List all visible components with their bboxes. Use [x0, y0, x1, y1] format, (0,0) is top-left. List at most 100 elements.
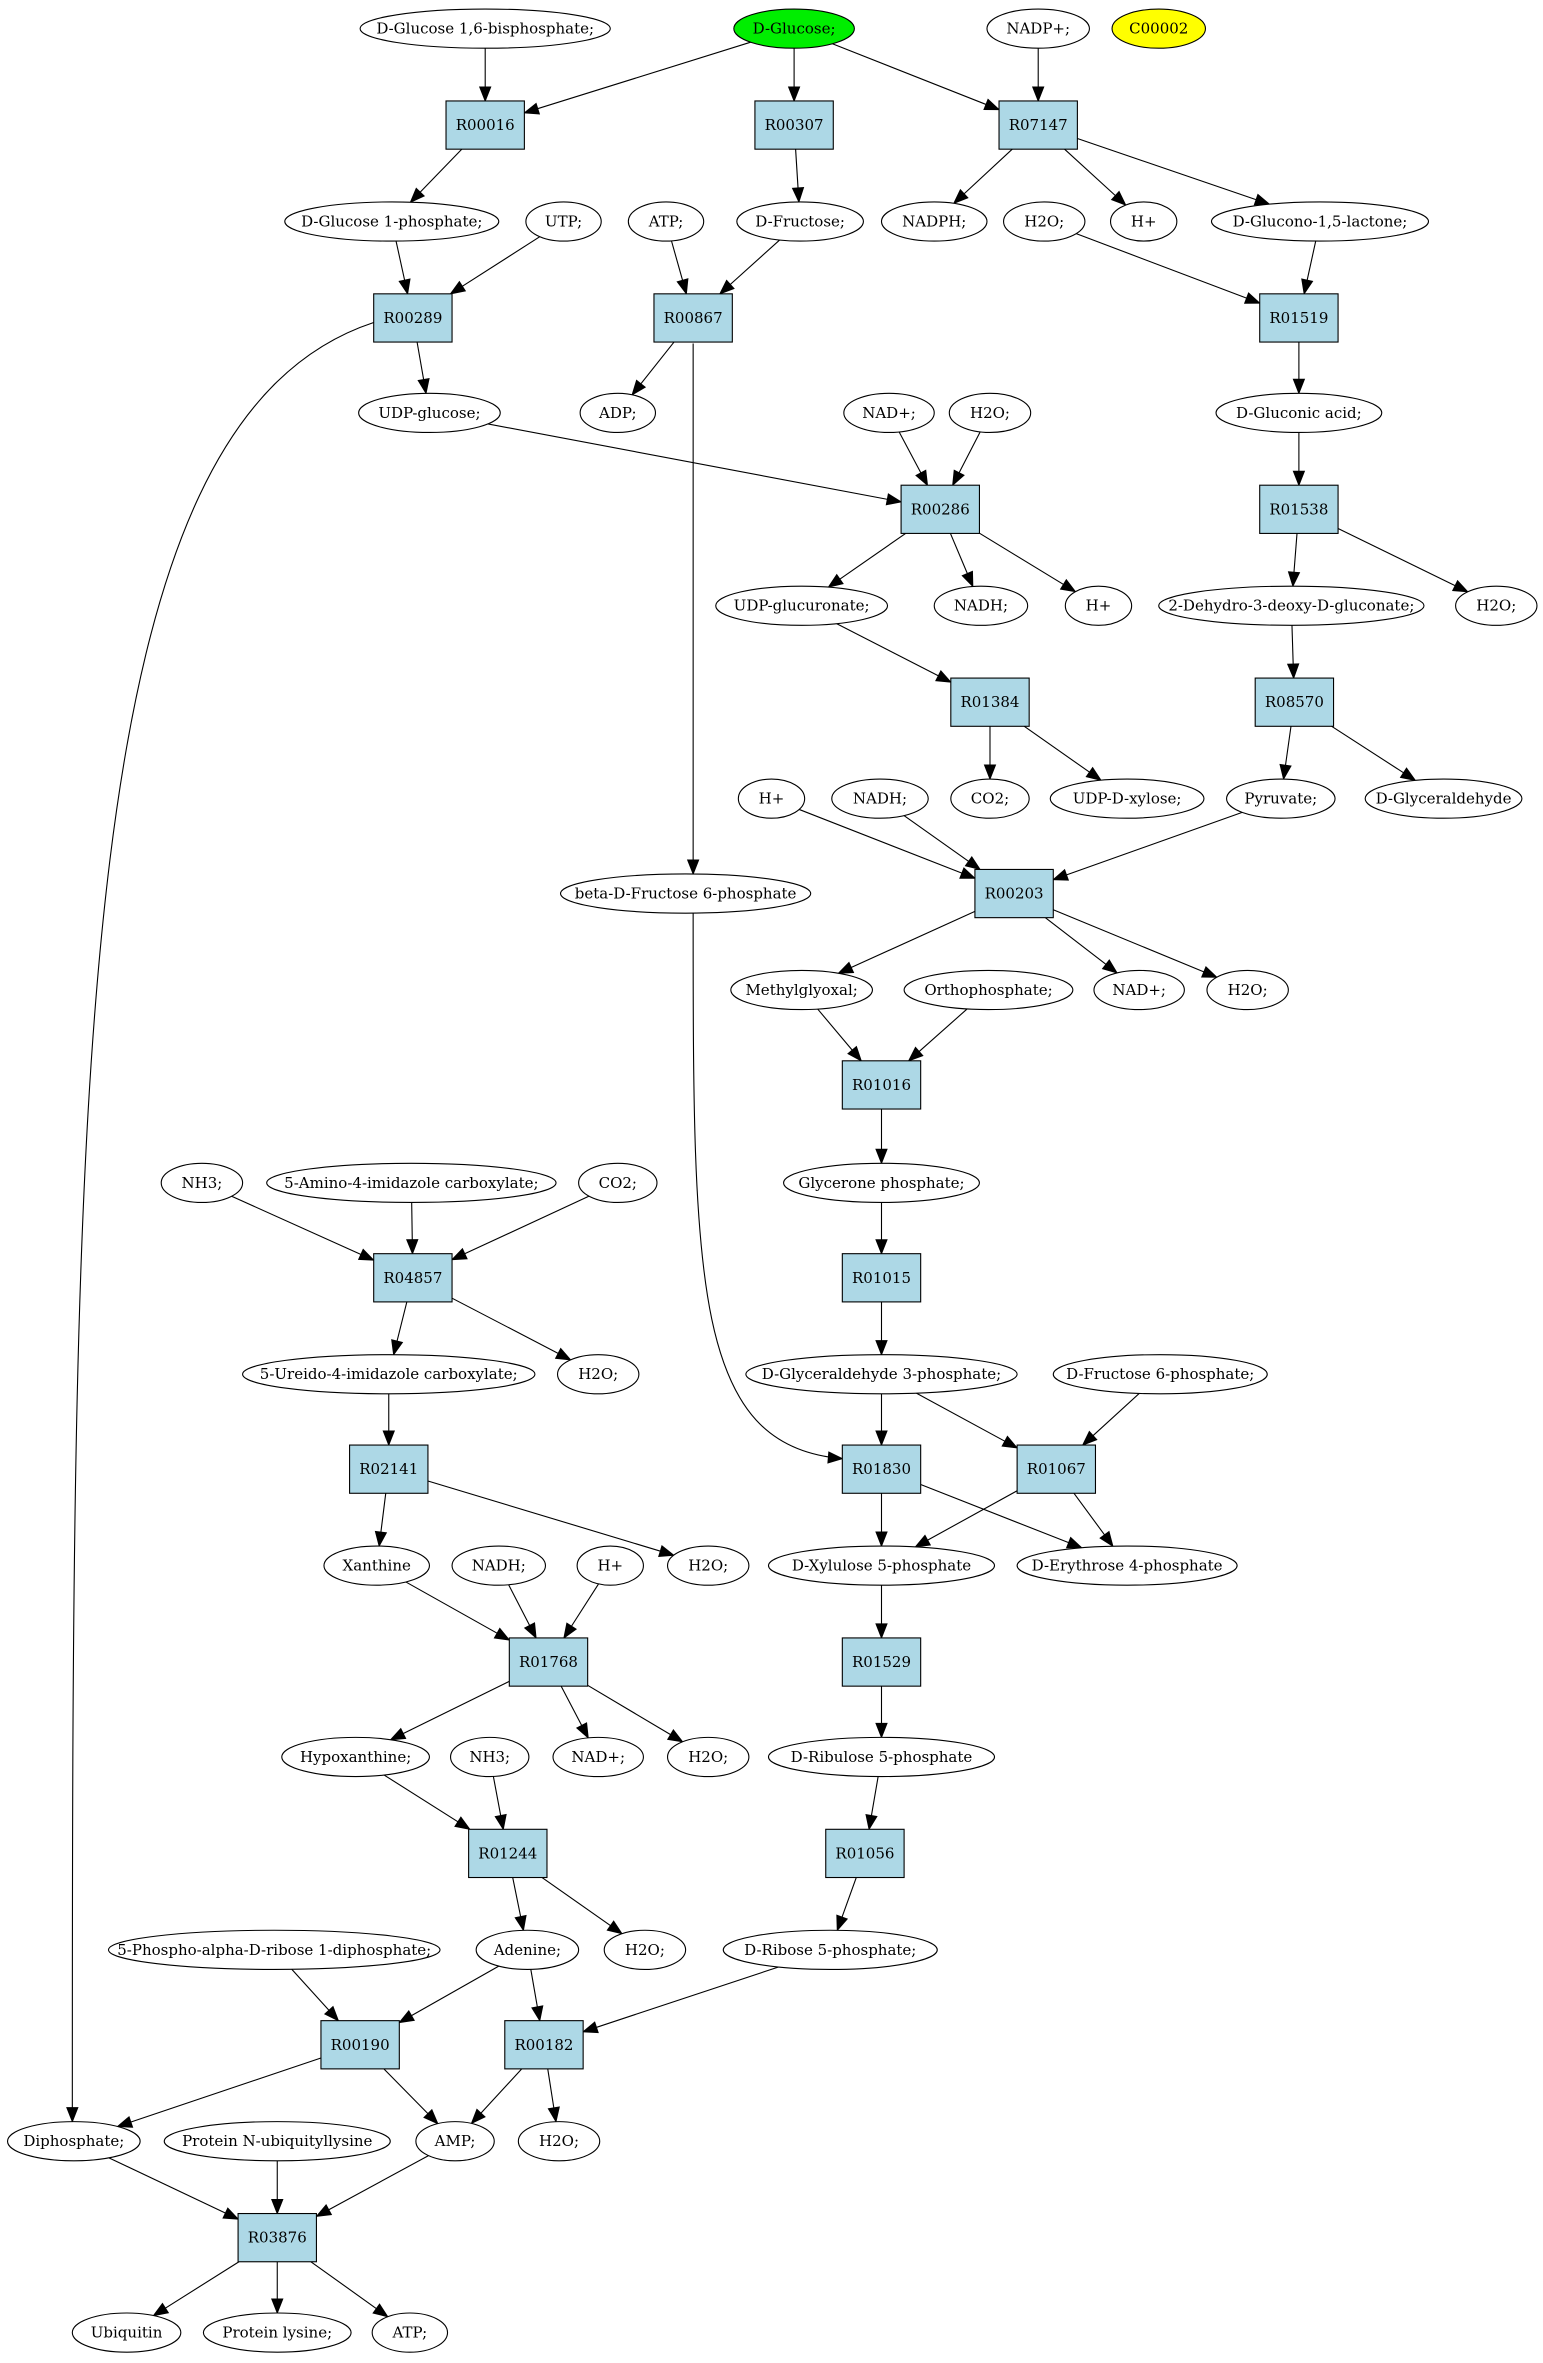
compound-node-c_atp2[interactable]: ATP; — [371, 2312, 449, 2353]
compound-node-c_kdg[interactable]: 2-Dehydro-3-deoxy-D-gluconate; — [1158, 585, 1425, 626]
compound-node-c_h2o8[interactable]: H2O; — [603, 1929, 687, 1970]
compound-ellipse[interactable] — [371, 2312, 449, 2353]
reaction-node-r_R00016[interactable]: R00016 — [445, 100, 525, 150]
compound-node-c_protubq[interactable]: Protein N-ubiquityllysine — [163, 2121, 391, 2162]
compound-ellipse[interactable] — [449, 1736, 530, 1778]
reaction-box[interactable] — [237, 2212, 317, 2263]
compound-node-c_ru5p[interactable]: D-Ribulose 5-phosphate — [767, 1736, 996, 1778]
compound-ellipse[interactable] — [284, 201, 500, 242]
compound-ellipse[interactable] — [1052, 1354, 1268, 1395]
compound-node-c_h2o6[interactable]: H2O; — [666, 1545, 750, 1586]
compound-node-c_h2o1[interactable]: H2O; — [1003, 201, 1086, 242]
compound-node-c_h2o7[interactable]: H2O; — [666, 1736, 750, 1778]
compound-node-c_methylglyoxal[interactable]: Methylglyoxal; — [730, 969, 874, 1011]
compound-ellipse[interactable] — [666, 1736, 750, 1778]
compound-ellipse[interactable] — [358, 392, 501, 434]
compound-ellipse[interactable] — [1093, 969, 1185, 1011]
reaction-node-r_R01016[interactable]: R01016 — [841, 1060, 922, 1110]
compound-ellipse[interactable] — [559, 873, 812, 914]
compound-ellipse[interactable] — [1364, 778, 1523, 819]
compound-ellipse[interactable] — [733, 8, 855, 49]
compound-ellipse[interactable] — [950, 778, 1030, 819]
compound-node-c_gluconic[interactable]: D-Gluconic acid; — [1215, 392, 1383, 434]
reaction-node-r_R08570[interactable]: R08570 — [1254, 677, 1335, 727]
compound-node-c_hplus2[interactable]: H+ — [1064, 585, 1133, 626]
compound-ellipse[interactable] — [737, 778, 806, 819]
compound-node-c_utp[interactable]: UTP; — [525, 201, 602, 242]
reaction-box[interactable] — [468, 1828, 548, 1879]
compound-node-c_nadp[interactable]: NADP+; — [986, 8, 1090, 49]
reaction-node-r_R00182[interactable]: R00182 — [504, 2020, 584, 2070]
compound-ellipse[interactable] — [163, 2121, 391, 2162]
compound-node-c_c00002[interactable]: C00002 — [1111, 8, 1207, 49]
compound-ellipse[interactable] — [517, 2121, 601, 2162]
compound-ellipse[interactable] — [202, 2312, 352, 2353]
compound-ellipse[interactable] — [1064, 585, 1133, 626]
reaction-box[interactable] — [349, 1444, 429, 1494]
compound-node-c_co2b[interactable]: CO2; — [578, 1162, 658, 1204]
compound-node-c_atp1[interactable]: ATP; — [627, 201, 705, 242]
compound-ellipse[interactable] — [666, 1545, 750, 1586]
reaction-box[interactable] — [841, 1060, 922, 1110]
compound-ellipse[interactable] — [578, 1162, 658, 1204]
reaction-node-r_R01768[interactable]: R01768 — [508, 1637, 589, 1687]
reaction-node-r_R01519[interactable]: R01519 — [1259, 293, 1339, 343]
compound-node-c_nh3a[interactable]: NH3; — [160, 1162, 244, 1204]
compound-node-c_nadph[interactable]: NADPH; — [880, 201, 988, 242]
compound-node-c_h2o2[interactable]: H2O; — [948, 392, 1032, 434]
reaction-node-r_R01538[interactable]: R01538 — [1259, 484, 1339, 534]
compound-ellipse[interactable] — [525, 201, 602, 242]
reaction-box[interactable] — [508, 1637, 589, 1687]
compound-ellipse[interactable] — [730, 969, 874, 1011]
compound-node-c_udpglucose[interactable]: UDP-glucose; — [358, 392, 501, 434]
compound-ellipse[interactable] — [107, 1929, 441, 1970]
compound-node-c_gluconolactone[interactable]: D-Glucono-1,5-lactone; — [1210, 201, 1430, 242]
compound-ellipse[interactable] — [552, 1736, 644, 1778]
compound-ellipse[interactable] — [451, 1545, 547, 1586]
compound-node-c_dfructose[interactable]: D-Fructose; — [736, 201, 864, 242]
compound-ellipse[interactable] — [475, 1929, 580, 1970]
compound-ellipse[interactable] — [1210, 201, 1430, 242]
compound-ellipse[interactable] — [722, 1929, 938, 1970]
reaction-box[interactable] — [445, 100, 525, 150]
compound-node-c_co2a[interactable]: CO2; — [950, 778, 1030, 819]
compound-ellipse[interactable] — [715, 585, 889, 626]
reaction-box[interactable] — [373, 1253, 453, 1303]
reaction-box[interactable] — [653, 293, 733, 343]
compound-node-c_g16bp[interactable]: D-Glucose 1,6-bisphosphate; — [359, 8, 611, 49]
compound-node-c_bf6p[interactable]: beta-D-Fructose 6-phosphate — [559, 873, 812, 914]
compound-node-c_ubiquitin[interactable]: Ubiquitin — [71, 2312, 182, 2353]
compound-node-c_h2o4[interactable]: H2O; — [1206, 969, 1289, 1011]
compound-node-c_nad1[interactable]: NAD+; — [843, 392, 935, 434]
compound-ellipse[interactable] — [323, 1545, 430, 1586]
reaction-box[interactable] — [1016, 1444, 1097, 1494]
compound-ellipse[interactable] — [576, 1545, 644, 1586]
compound-node-c_nad3[interactable]: NAD+; — [552, 1736, 644, 1778]
reaction-box[interactable] — [900, 484, 980, 534]
reaction-box[interactable] — [1259, 484, 1339, 534]
reaction-node-r_R02141[interactable]: R02141 — [349, 1444, 429, 1494]
reaction-node-r_R01056[interactable]: R01056 — [825, 1828, 905, 1879]
compound-node-c_hplus4[interactable]: H+ — [576, 1545, 644, 1586]
compound-ellipse[interactable] — [783, 1162, 980, 1204]
compound-node-c_xu5p[interactable]: D-Xylulose 5-phosphate — [767, 1545, 996, 1586]
reaction-box[interactable] — [841, 1637, 922, 1687]
compound-ellipse[interactable] — [266, 1162, 557, 1204]
reaction-box[interactable] — [841, 1444, 922, 1494]
compound-ellipse[interactable] — [281, 1736, 430, 1778]
compound-node-c_pyruvate[interactable]: Pyruvate; — [1226, 778, 1336, 819]
compound-node-c_h2o9[interactable]: H2O; — [517, 2121, 601, 2162]
compound-ellipse[interactable] — [603, 1929, 687, 1970]
compound-node-c_orthophosphate[interactable]: Orthophosphate; — [903, 969, 1074, 1011]
reaction-box[interactable] — [1254, 677, 1335, 727]
compound-node-c_e4p[interactable]: D-Erythrose 4-phosphate — [1016, 1545, 1238, 1586]
compound-ellipse[interactable] — [948, 392, 1032, 434]
compound-ellipse[interactable] — [6, 2121, 141, 2162]
compound-node-c_h2o5[interactable]: H2O; — [556, 1354, 640, 1395]
compound-ellipse[interactable] — [1455, 585, 1538, 626]
reaction-box[interactable] — [841, 1253, 922, 1303]
reaction-box[interactable] — [754, 100, 834, 150]
compound-ellipse[interactable] — [843, 392, 935, 434]
reaction-box[interactable] — [320, 2020, 400, 2070]
compound-ellipse[interactable] — [160, 1162, 244, 1204]
